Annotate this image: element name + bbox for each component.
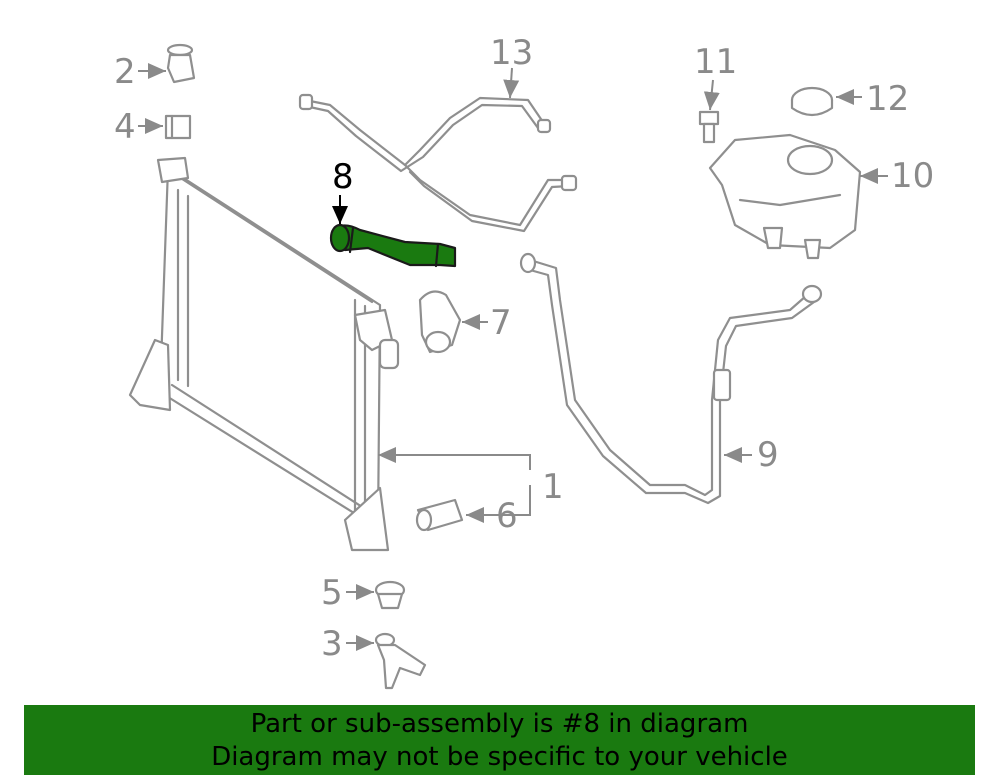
clip-part-2 <box>166 43 196 84</box>
callout-7: 7 <box>490 303 512 343</box>
leader-lines <box>138 63 888 651</box>
callout-1: 1 <box>542 467 564 507</box>
callout-11: 11 <box>694 42 737 82</box>
callout-12: 12 <box>866 79 909 119</box>
info-banner: Part or sub-assembly is #8 in diagram Di… <box>24 705 975 775</box>
bolt-part-11 <box>698 110 720 144</box>
callout-6: 6 <box>496 496 518 536</box>
parts-diagram: 2 4 1 6 7 8 9 10 11 12 13 5 3 <box>114 33 934 690</box>
cap-part-12 <box>790 86 834 117</box>
hose-elbow-part-7 <box>418 290 462 354</box>
sensor-part-6 <box>415 498 464 532</box>
upper-hose-part-8 <box>329 223 457 268</box>
callout-4: 4 <box>114 107 136 147</box>
callout-9: 9 <box>757 435 779 475</box>
callout-10: 10 <box>891 156 934 196</box>
plug-part-5 <box>374 580 406 610</box>
callout-13: 13 <box>490 33 533 73</box>
callout-labels: 2 4 1 6 7 8 9 10 11 12 13 5 3 <box>114 33 934 664</box>
reservoir-part-10 <box>708 133 862 260</box>
callout-8: 8 <box>332 157 354 197</box>
hose-part-9 <box>519 252 823 505</box>
bushing-part-4 <box>164 114 192 140</box>
banner-line-1: Part or sub-assembly is #8 in diagram <box>250 709 749 739</box>
vent-tube-part-13 <box>298 93 578 233</box>
callout-3: 3 <box>321 624 343 664</box>
banner-line-2: Diagram may not be specific to your vehi… <box>211 742 788 772</box>
bracket-part-3 <box>374 632 427 690</box>
callout-5: 5 <box>321 573 343 613</box>
callout-2: 2 <box>114 52 136 92</box>
radiator <box>128 156 400 552</box>
